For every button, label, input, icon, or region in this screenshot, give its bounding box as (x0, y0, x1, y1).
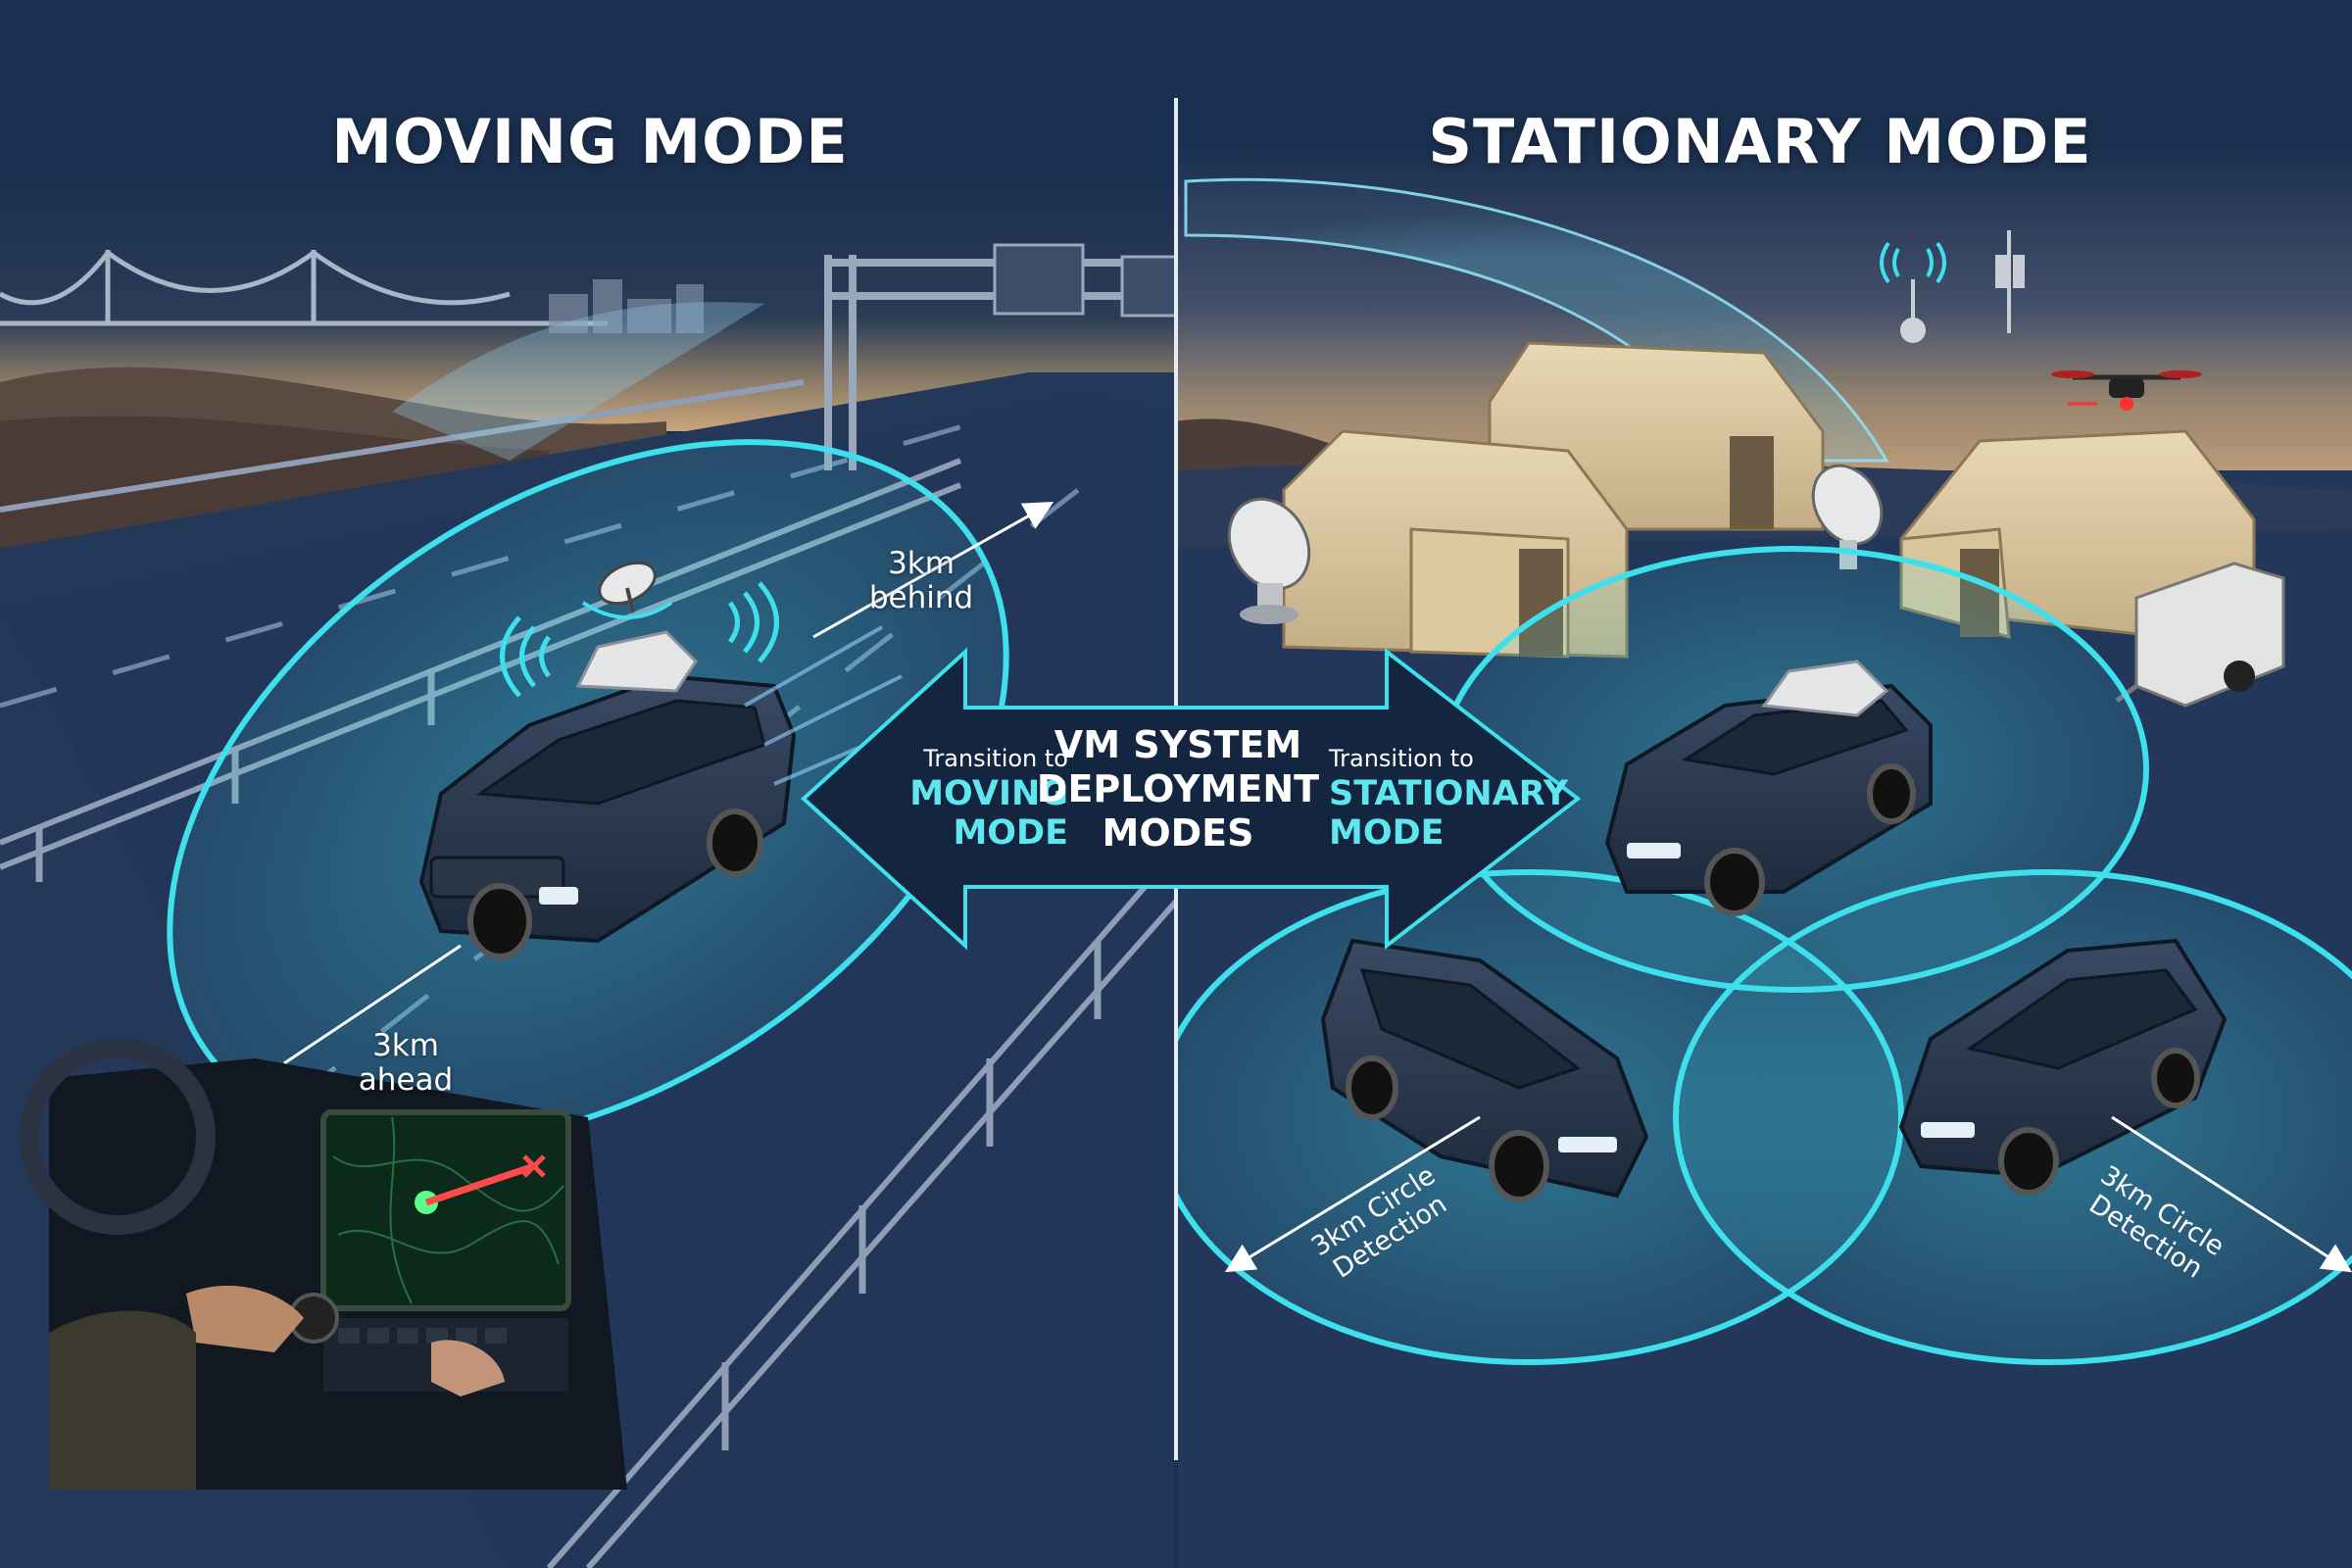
transition-prefix-right: Transition to (1329, 745, 1474, 772)
ahead-range-line (283, 944, 462, 1065)
suspension-bridge (0, 249, 608, 326)
system-title-line1: VM SYSTEM (1054, 723, 1302, 766)
wifi-signal-icon (500, 581, 779, 698)
transition-mode-left-line1: MOVING (909, 774, 1068, 813)
ahead-range-label: 3km ahead (337, 1029, 474, 1098)
satellite-dish-icon (581, 561, 673, 619)
ahead-range-value: 3km (372, 1028, 439, 1063)
generator-trailer (2115, 562, 2285, 708)
map-display-screen (320, 1109, 571, 1311)
transition-mode-left-line2: MODE (953, 813, 1068, 853)
right-detection-arrow (2111, 1115, 2352, 1273)
cockpit-inset (20, 1039, 627, 1490)
moving-mode-title: MOVING MODE (331, 106, 849, 177)
transition-to-moving: Transition to MOVING MODE (833, 743, 1068, 853)
behind-range-word: behind (868, 580, 974, 615)
behind-range-line (812, 502, 1054, 639)
wifi-signal-icon (1880, 241, 1946, 343)
transition-to-stationary: Transition to STATIONARY MODE (1329, 743, 1569, 853)
roof-sensor-pod (575, 630, 698, 693)
city-skyline (549, 279, 704, 333)
antenna-tower-icon (1995, 230, 2025, 333)
stationary-suv-right (1898, 938, 2228, 1196)
left-detection-arrow (1224, 1115, 1481, 1273)
stationary-suv-top (1604, 660, 1933, 916)
transition-prefix-left: Transition to (923, 745, 1068, 772)
transition-mode-right-line2: MODE (1329, 813, 1445, 853)
tent-front-left (1282, 429, 1629, 659)
system-title: VM SYSTEM DEPLOYMENT MODES (1031, 723, 1325, 856)
stationary-mode-scene (1178, 0, 2352, 1568)
ahead-range-word: ahead (358, 1062, 454, 1098)
satellite-dish-icon (1227, 497, 1311, 624)
system-title-line3: MODES (1102, 811, 1254, 855)
transition-mode-right-line1: STATIONARY (1329, 774, 1569, 813)
drone-icon (2051, 370, 2202, 411)
stationary-mode-title: STATIONARY MODE (1428, 106, 2092, 177)
moving-suv (418, 673, 797, 959)
moving-mode-scene (0, 176, 1174, 1568)
behind-range-label: 3km behind (853, 547, 990, 615)
target-x-icon (522, 1154, 546, 1178)
system-title-line2: DEPLOYMENT (1036, 767, 1320, 810)
behind-range-value: 3km (888, 546, 955, 581)
stationary-suv-left (1320, 938, 1649, 1202)
transition-double-arrow (801, 647, 1582, 951)
